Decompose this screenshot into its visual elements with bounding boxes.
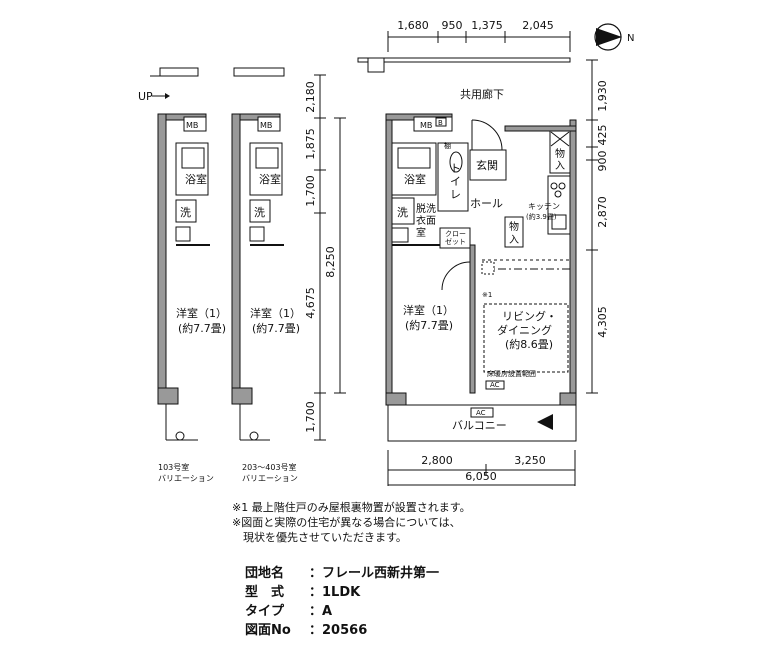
info-value: フレール西新井第一: [322, 566, 440, 581]
corridor-label: 共用廊下: [460, 87, 504, 101]
compass-icon: [594, 23, 622, 51]
info-sep: ：: [309, 604, 323, 619]
wash-label: 洗: [397, 206, 408, 219]
note-line-2: ※図面と実際の住宅が異なる場合については、: [232, 516, 461, 529]
b-label: B: [438, 119, 443, 127]
property-info: 団地名：フレール西新井第一 型 式：1LDK タイプ：A 図面No：20566: [245, 564, 439, 640]
western-room-label: 洋室（1）: [403, 303, 454, 317]
bath-label: 浴室: [404, 172, 426, 186]
variation-name-1: 103号室: [158, 462, 189, 472]
closet: [439, 227, 471, 249]
variation-203-403: MB 浴室 洗 洋室（1） (約7.7畳) 203～403号室 バリエーション: [231, 67, 301, 483]
evacuation-hatch-icon: [537, 414, 553, 430]
kitchen-area-label: (約3.9畳): [526, 212, 557, 221]
wash-label-v1: 洗: [180, 206, 191, 219]
storage-kitchen-label: 物 入: [555, 147, 568, 172]
dim-top-1: 1,680: [397, 19, 429, 32]
info-value: 20566: [322, 623, 368, 638]
variation-suffix-2: バリエーション: [242, 474, 298, 483]
info-value: A: [322, 604, 333, 619]
dim-left-outer: 8,250: [324, 246, 337, 278]
corridor-parapet: [357, 57, 571, 63]
variation-suffix-1: バリエーション: [158, 474, 214, 483]
dim-left-3: 1,700: [304, 175, 317, 207]
dim-right-1: 1,930: [596, 80, 609, 112]
western-room-area: (約7.7畳): [405, 318, 453, 332]
left-dimension-lines: [314, 74, 346, 441]
dim-right-3: 425: [596, 125, 609, 146]
top-dimension-line: [387, 31, 571, 52]
info-sep: ：: [309, 623, 323, 638]
western-room-label-v1: 洋室（1）: [176, 306, 227, 320]
info-row: 団地名 ：フレール西新井第一: [245, 564, 439, 583]
dim-left-2: 1,875: [304, 128, 317, 160]
storage-hall: [504, 216, 524, 248]
info-row: タイプ ：A: [245, 602, 439, 621]
dim-right-2: 900: [596, 151, 609, 172]
up-label: UP: [138, 90, 153, 103]
dim-right-5: 4,305: [596, 306, 609, 338]
info-row: 図面No ：20566: [245, 621, 439, 640]
info-row: 型 式 ：1LDK: [245, 583, 439, 602]
ac-label-outdoor: AC: [476, 409, 486, 417]
dim-left-4: 4,675: [304, 287, 317, 319]
info-value: 1LDK: [322, 585, 361, 600]
compass-label: N: [627, 33, 634, 44]
floor-heating-area: [483, 303, 569, 373]
entrance-label: 玄関: [476, 158, 498, 172]
storage-hall-label: 物 入: [509, 220, 522, 246]
bottom-dimension-lines: [387, 450, 576, 486]
floor-heating-label: 床暖房設置範囲: [487, 369, 536, 378]
dim-bottom-2: 3,250: [514, 454, 546, 467]
kitchen-label: キッチン: [528, 202, 560, 211]
info-label: 型 式: [245, 585, 285, 600]
western-room-area-v1: (約7.7畳): [178, 321, 226, 335]
storage-kitchen: [549, 130, 571, 174]
living-label: リビング・ ダイニング: [497, 309, 561, 337]
wash-label-v2: 洗: [254, 206, 265, 219]
dim-bottom-total: 6,050: [465, 470, 497, 483]
note-line-3: 現状を優先させていただきます。: [232, 531, 407, 544]
note-line-1: ※1 最上階住戸のみ屋根裏物置が設置されます。: [232, 501, 471, 514]
bath-label-v1: 浴室: [185, 172, 207, 186]
dim-left-5: 1,700: [304, 401, 317, 433]
info-label: タイプ: [245, 604, 285, 619]
info-label: 団地名: [245, 566, 285, 581]
mb-label-v1: MB: [186, 121, 198, 130]
hall-label: ホール: [470, 197, 503, 210]
dim-top-3: 1,375: [471, 19, 503, 32]
notes: ※1 最上階住戸のみ屋根裏物置が設置されます。 ※図面と実際の住宅が異なる場合に…: [232, 500, 471, 545]
info-sep: ：: [309, 566, 323, 581]
western-room-area-v2: (約7.7畳): [252, 321, 300, 335]
toilet-label: トイレ: [450, 162, 461, 201]
dim-top-2: 950: [442, 19, 463, 32]
info-label: 図面No: [245, 623, 291, 638]
ac-label-indoor: AC: [490, 381, 500, 389]
mb-label: MB: [420, 121, 432, 130]
dim-top-4: 2,045: [522, 19, 554, 32]
bath-label-v2: 浴室: [259, 172, 281, 186]
main-unit: 共用廊下 MB B 浴室 トイレ 棚 洗 脱洗 衣面: [357, 57, 577, 442]
living-area: (約8.6畳): [505, 337, 553, 351]
western-room-label-v2: 洋室（1）: [250, 306, 301, 320]
variation-name-2: 203～403号室: [242, 462, 297, 472]
right-dimension-lines: [586, 59, 598, 394]
mb-label-v2: MB: [260, 121, 272, 130]
dim-left-1: 2,180: [304, 81, 317, 113]
toilet-mark: 棚: [444, 141, 451, 150]
variation-103: UP MB 浴室 洗 洋室（1） (約7.7畳) 103号室 バリエーション: [138, 67, 227, 483]
entrance: [469, 149, 507, 181]
balcony-label: バルコニー: [452, 419, 507, 432]
dim-bottom-1: 2,800: [421, 454, 453, 467]
washroom-label: 脱洗 衣面 室: [416, 202, 439, 239]
note-mark: ※1: [482, 291, 492, 299]
info-sep: ：: [309, 585, 323, 600]
closet-label: クロー ゼット: [445, 230, 468, 246]
dim-right-4: 2,870: [596, 196, 609, 228]
